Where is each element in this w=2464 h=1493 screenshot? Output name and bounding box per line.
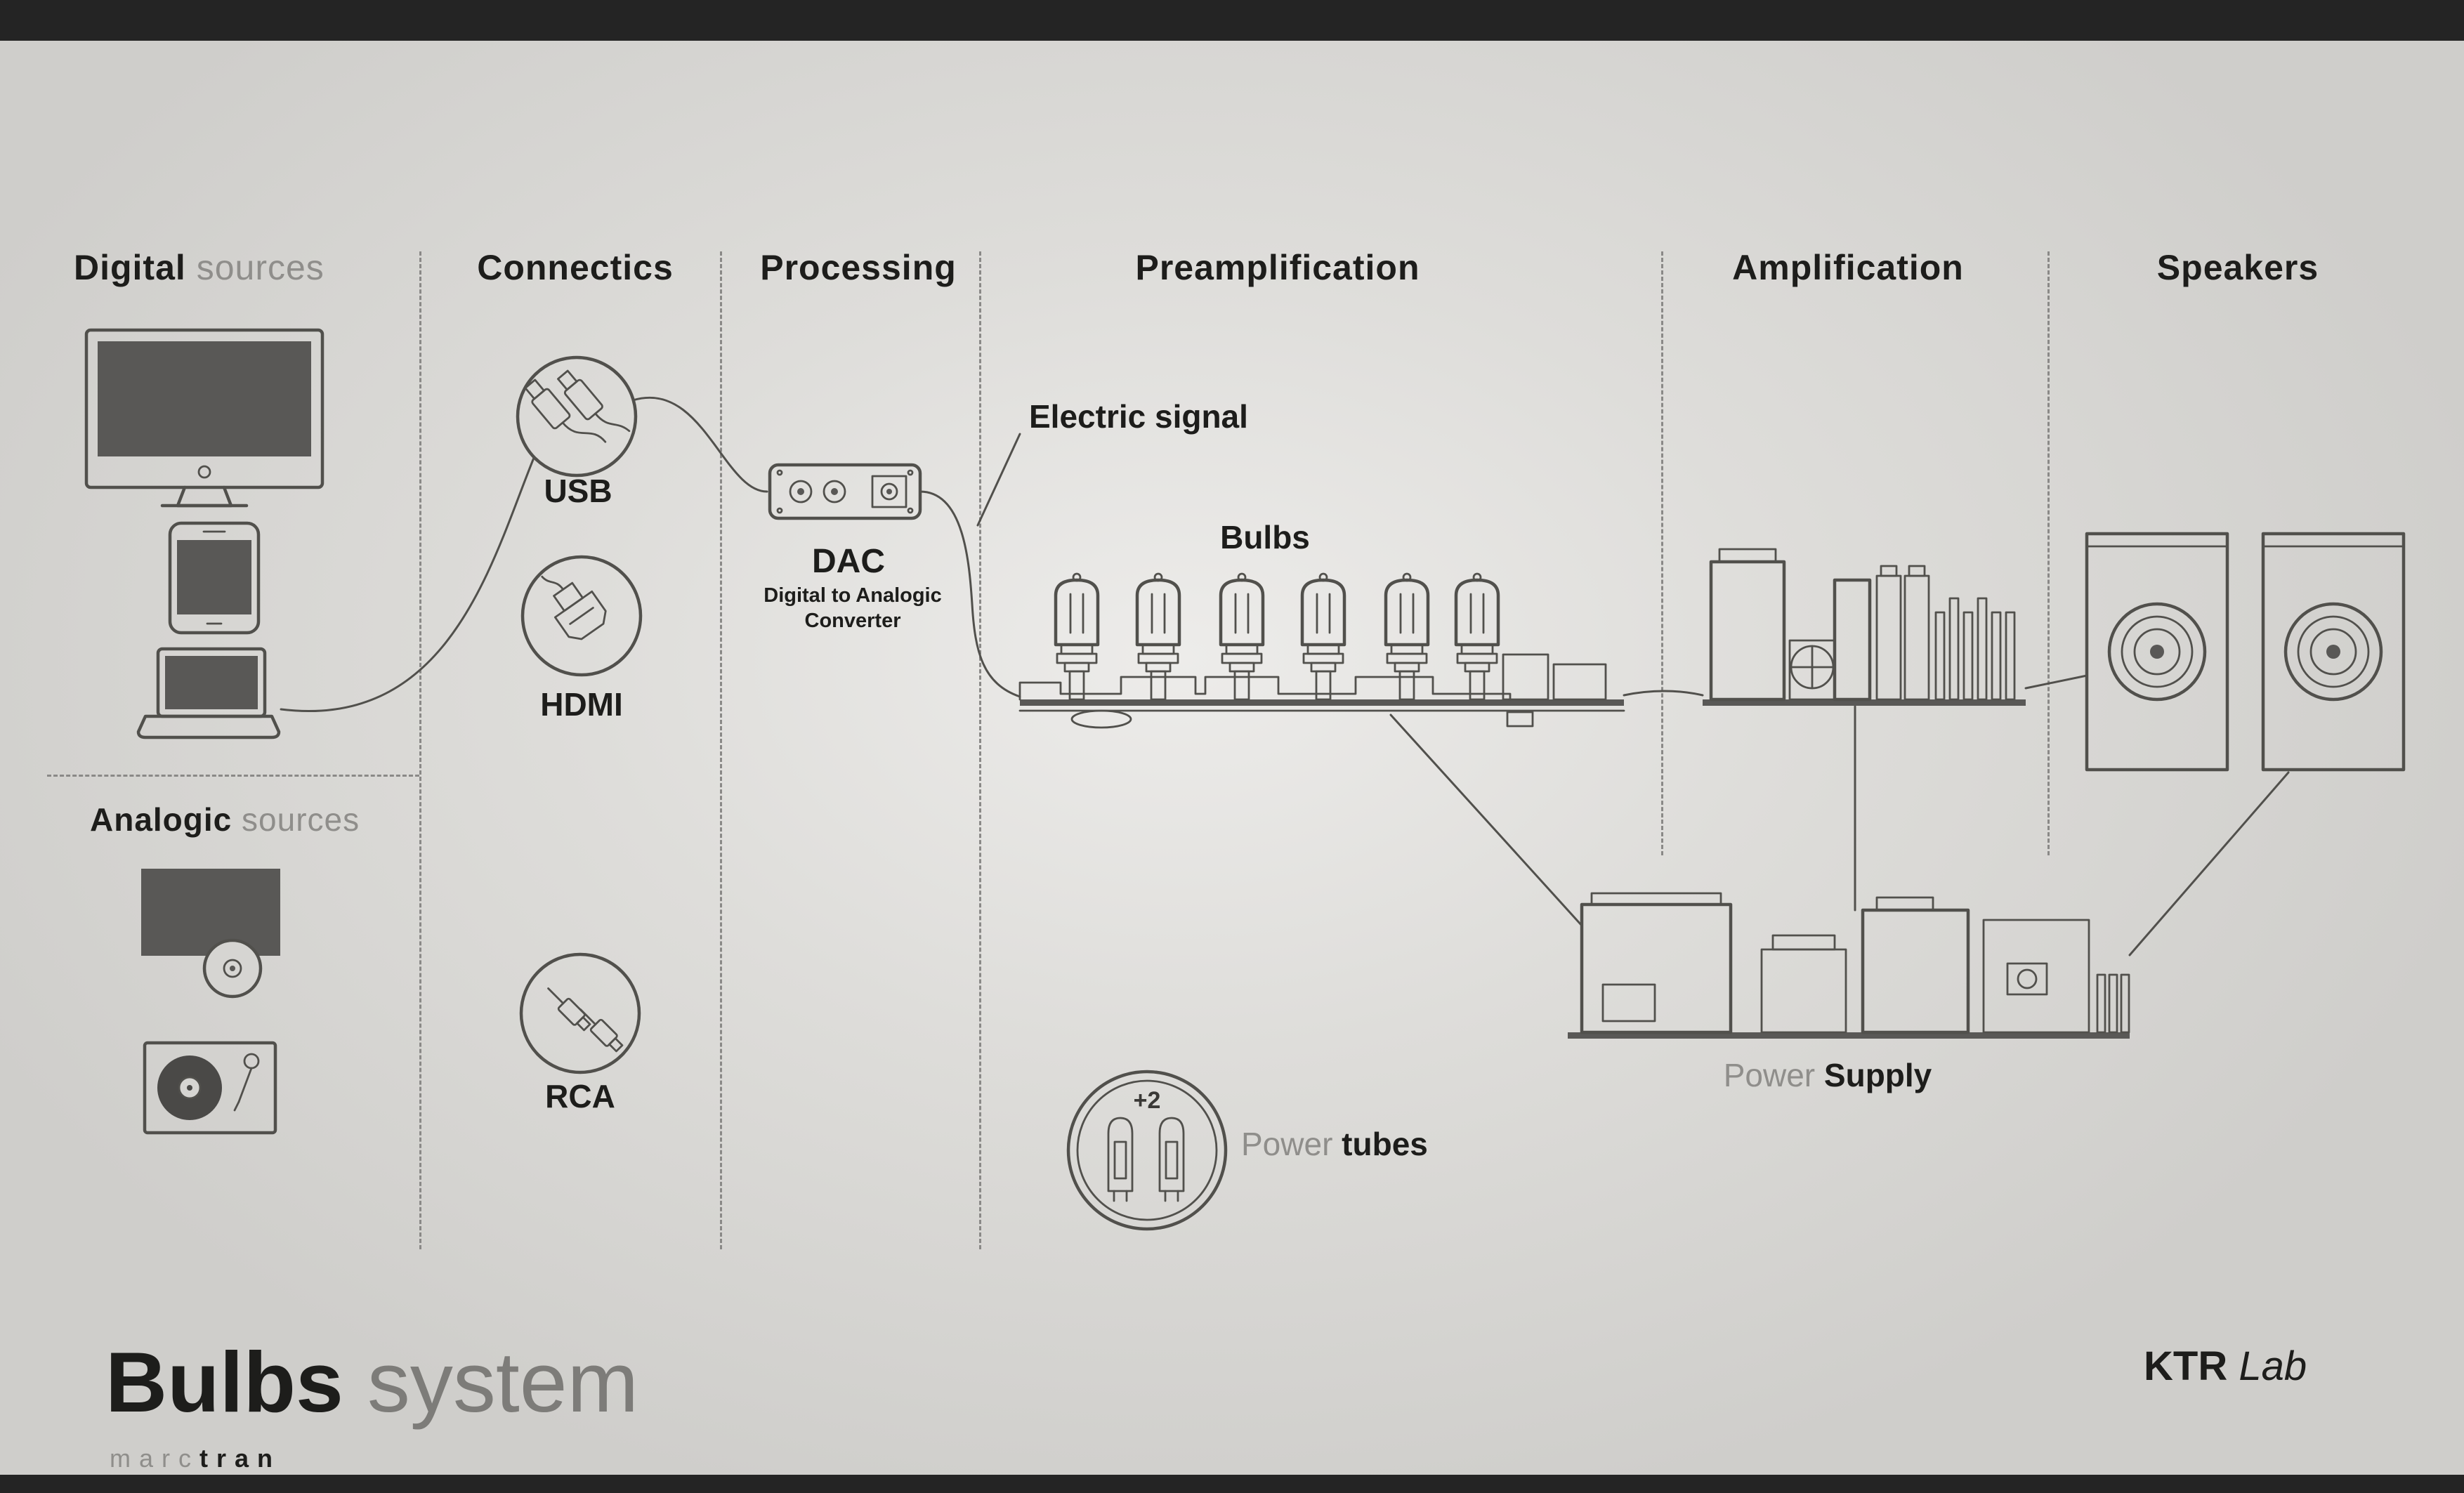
column-header-connectics: Connectics [477,247,674,288]
header-light: sources [196,248,325,287]
separator-processing-preamplification [979,251,981,1249]
tube-preamp-board-icon [1018,572,1625,729]
speaker-icon [2085,532,2229,772]
section-header-analogic-sources: Analogic sources [90,801,360,838]
column-header-digital-sources: Digital sources [74,247,325,288]
label-bold: tubes [1342,1126,1428,1162]
usb-cable-icon [516,355,638,478]
separator-preamplification-amplification [1661,251,1663,855]
header-light: sources [242,801,360,838]
separator-digital-connectics [419,251,421,1249]
power-tubes-badge-icon [1066,1070,1228,1231]
brand-bold: tran [199,1444,282,1473]
column-header-preamplification: Preamplification [1136,247,1420,288]
amplifier-components-icon [1703,548,2026,706]
power-tubes-label: Power tubes [1241,1125,1428,1163]
dac-subtitle-line2: Converter [804,610,901,632]
lab-italic: Lab [2239,1343,2307,1389]
label-bold: Supply [1823,1057,1932,1093]
usb-label: USB [544,473,612,509]
header-bold: Preamplification [1135,248,1420,287]
header-bold: Amplification [1732,248,1964,287]
header-bold: Connectics [477,248,674,287]
dac-subtitle-line1: Digital to Analogic [764,584,942,607]
separator-connectics-processing [720,251,722,1249]
lab-bold: KTR [2144,1343,2228,1389]
power-supply-icon [1568,892,2130,1039]
power-tubes-count: +2 [1133,1087,1161,1114]
brand-light: marc [110,1444,199,1473]
cd-player-icon [141,869,280,999]
title-bold: Bulbs [105,1334,343,1430]
signal-wires [280,396,2290,956]
column-header-amplification: Amplification [1732,247,1964,288]
tv-icon [84,328,325,508]
laptop-icon [136,647,281,739]
separator-amplification-speakers [2047,251,2050,855]
header-bold: Digital [74,248,186,287]
separator-digital-analogic [47,775,419,777]
lab-logo: KTR Lab [2144,1343,2307,1390]
hdmi-label: HDMI [540,686,623,723]
column-header-processing: Processing [760,247,957,288]
power-supply-label: Power Supply [1724,1056,1932,1094]
speaker-icon [2261,532,2406,772]
header-bold: Analogic [90,801,232,838]
poster-title: Bulbs system [105,1333,638,1431]
label-light: Power [1241,1126,1333,1162]
label-light: Power [1723,1057,1816,1093]
dac-device-icon [768,463,922,520]
dac-label: DAC [812,543,885,580]
turntable-icon [143,1041,277,1135]
rca-label: RCA [545,1078,615,1114]
title-light: system [367,1334,639,1430]
bottom-bar [0,1475,2464,1493]
rca-cable-icon [519,952,641,1074]
electric-signal-label: Electric signal [1029,398,1248,435]
brand-name: marctran [110,1444,281,1473]
bulbs-label: Bulbs [1220,519,1310,555]
header-bold: Processing [760,248,957,287]
smartphone-icon [168,521,261,635]
top-bar [0,0,2464,41]
header-bold: Speakers [2156,248,2319,287]
hdmi-cable-icon [520,555,643,677]
column-header-speakers: Speakers [2157,247,2319,288]
